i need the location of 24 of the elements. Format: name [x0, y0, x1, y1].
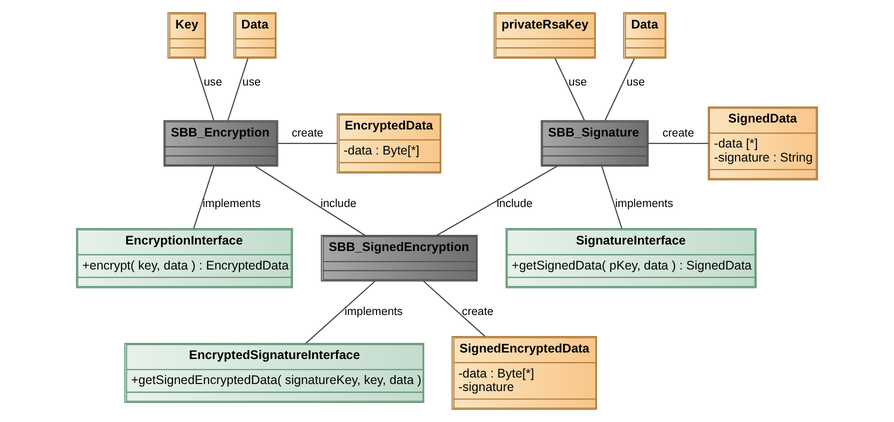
- edge-label: implements: [344, 306, 403, 318]
- connector: [554, 58, 585, 121]
- edge-label: create: [662, 128, 694, 140]
- connector: [423, 280, 486, 337]
- connector: [604, 58, 635, 121]
- connector: [193, 58, 214, 121]
- edge-label: include: [320, 198, 356, 210]
- edge-label: use: [242, 76, 261, 88]
- connector: [227, 58, 248, 121]
- edge-label: implements: [202, 198, 261, 210]
- connector: [254, 166, 366, 236]
- connector: [193, 166, 214, 229]
- edge-label: use: [626, 76, 645, 88]
- edge-label: use: [568, 76, 587, 88]
- edge-label: create: [462, 306, 494, 318]
- connector: [648, 142, 708, 144]
- edge-label: include: [496, 198, 533, 210]
- connector: [601, 166, 622, 229]
- connector: [306, 280, 376, 344]
- connector: [436, 166, 558, 236]
- edge-label: create: [292, 128, 324, 140]
- connector: [278, 142, 338, 144]
- edge-label: implements: [615, 198, 674, 210]
- edge-label: use: [204, 76, 222, 88]
